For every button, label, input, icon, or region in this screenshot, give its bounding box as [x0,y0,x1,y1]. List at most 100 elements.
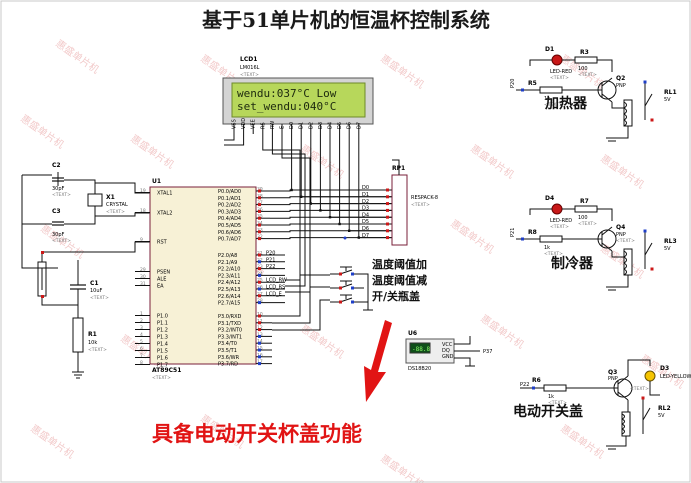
rp1-part: RESPACK-8 [411,195,438,201]
mcu-p2-net-label: LCD_E [266,291,282,297]
watermark-text: 惠盛单片机 [128,132,176,171]
relay-value: 5V [664,246,671,252]
pin-state-dot [258,355,261,359]
p0-bus-line [270,203,392,206]
mcu-p0-pin-label: P0.2/AD2 [218,203,241,209]
lcd-module: LCD1 LM016L <TEXT> wendu:037°C Low set_w… [222,56,374,146]
mcu-left-pin-label: XTAL1 [157,191,172,197]
pin-state-dot [386,208,389,212]
pin-state-dot [650,118,654,122]
pin-state-dot [386,222,389,226]
rp1-pin-label: D6 [362,226,369,232]
led-part: LED-RED [550,218,572,224]
mcu-p2-pin-label: P2.5/A13 [218,287,240,293]
lcd-control-line [271,134,306,287]
relay-value: 5V [664,97,671,103]
transistor-collector [601,242,613,252]
led-part: LED-RED [550,69,572,75]
mcu-p0-pin-label: P0.0/AD0 [218,189,241,195]
button-ground-bus [364,273,369,303]
mcu-p2-pin-label: P2.6/A14 [218,294,240,300]
p0-bus-line [270,196,392,199]
r-base-value: 1k [548,394,554,400]
lcd-pin-label: D0 [289,122,295,129]
relay-ref: RL1 [664,89,677,96]
mcu-p3-pin-label: P3.3/INT1 [218,334,242,340]
watermark-text: 惠盛单片机 [53,37,101,76]
transistor-collector [617,391,629,401]
rp1-pin-label: D2 [362,199,369,205]
transistor-emitter [617,375,629,385]
lcd-control-line [281,134,311,293]
transistor-emitter [601,77,613,87]
relay-winding [621,423,625,430]
watermark-text: 惠盛单片机 [378,452,426,483]
callout-arrow [364,320,392,402]
p0-bus-line [270,209,392,212]
pin-state-dot [641,396,645,400]
mcu-left-pin-num: 4 [140,332,143,338]
mcu-left-pin-num: 9 [140,237,143,243]
lcd-pin-label: VSS [232,119,238,129]
button-label: 开/关瓶盖 [372,289,420,303]
c1-text-tag: <TEXT> [90,295,109,301]
crystal-symbol [87,193,103,207]
rp1-text-tag: <TEXT> [411,202,430,208]
transistor-collector [601,93,613,103]
relay-ref: RL2 [658,405,671,412]
led-symbol [644,370,656,382]
rp1-pin-label: D5 [362,219,369,225]
push-button-3[interactable] [330,294,364,304]
mcu-p0-pin-label: P0.1/AD1 [218,196,241,202]
lcd-pin-label: D4 [328,122,334,129]
led-ref: D4 [545,195,554,202]
push-button-1[interactable] [330,266,364,276]
relay-winding [623,250,627,258]
r-base-text-tag: <TEXT> [544,251,563,257]
mcu-p2-pin-label: P2.2/A10 [218,267,240,273]
diagram-title: 基于51单片机的恒温杯控制系统 [202,8,490,32]
r-base-ref: R6 [532,377,541,384]
lcd-ref: LCD1 [240,56,257,63]
lcd-part: LM016L [240,65,260,71]
wire [597,59,613,72]
pin-state-dot [258,314,261,318]
wire [597,208,613,221]
sensor-display [409,342,431,354]
r-led-value: 100 [578,66,588,72]
relay-winding [623,119,627,127]
r1-resistor [72,317,84,353]
sensor-part: DS18B20 [408,366,431,372]
mcu-p0-pin-label: P0.5/AD5 [218,223,241,229]
c1-ref: C1 [90,280,99,287]
crystal-ref: X1 [106,194,115,201]
pin-state-dot [258,203,261,207]
lcd-line-2: set_wendu:040°C [237,100,336,113]
c1-value: 10uF [90,288,103,294]
wire [529,208,552,215]
sensor-pin-dq: DQ [442,348,450,354]
transistor-ref: Q2 [616,75,625,82]
mcu-p0-pin-label: P0.4/AD4 [218,216,241,222]
push-button-2[interactable] [330,280,364,290]
mcu-p2-net-label: P22 [266,264,275,270]
mcu-p3-pin-label: P3.2/INT0 [218,328,242,334]
led-symbol [551,54,563,66]
mcu-p2-pin-label: P2.4/A12 [218,280,240,286]
c3-ref: C3 [52,208,61,215]
relay-switch [644,93,653,107]
mcu-left-pin-num: 30 [140,274,146,280]
pin-state-dot [643,229,647,233]
btn3-wire [272,299,330,331]
mcu-left-pin-num: 3 [140,325,143,331]
transistor-emitter [601,226,613,236]
rp1-pin-label: D1 [362,192,369,198]
button-label: 温度阈值减 [372,273,427,287]
driver-label: 电动开关盖 [513,403,583,420]
lcd-screen [231,82,366,118]
mcu-chip: U1 AT89C51 <TEXT> XTAL119XTAL218RST9PSEN… [135,178,392,381]
mcu-p2-pin-label: P2.0/A8 [218,253,237,259]
